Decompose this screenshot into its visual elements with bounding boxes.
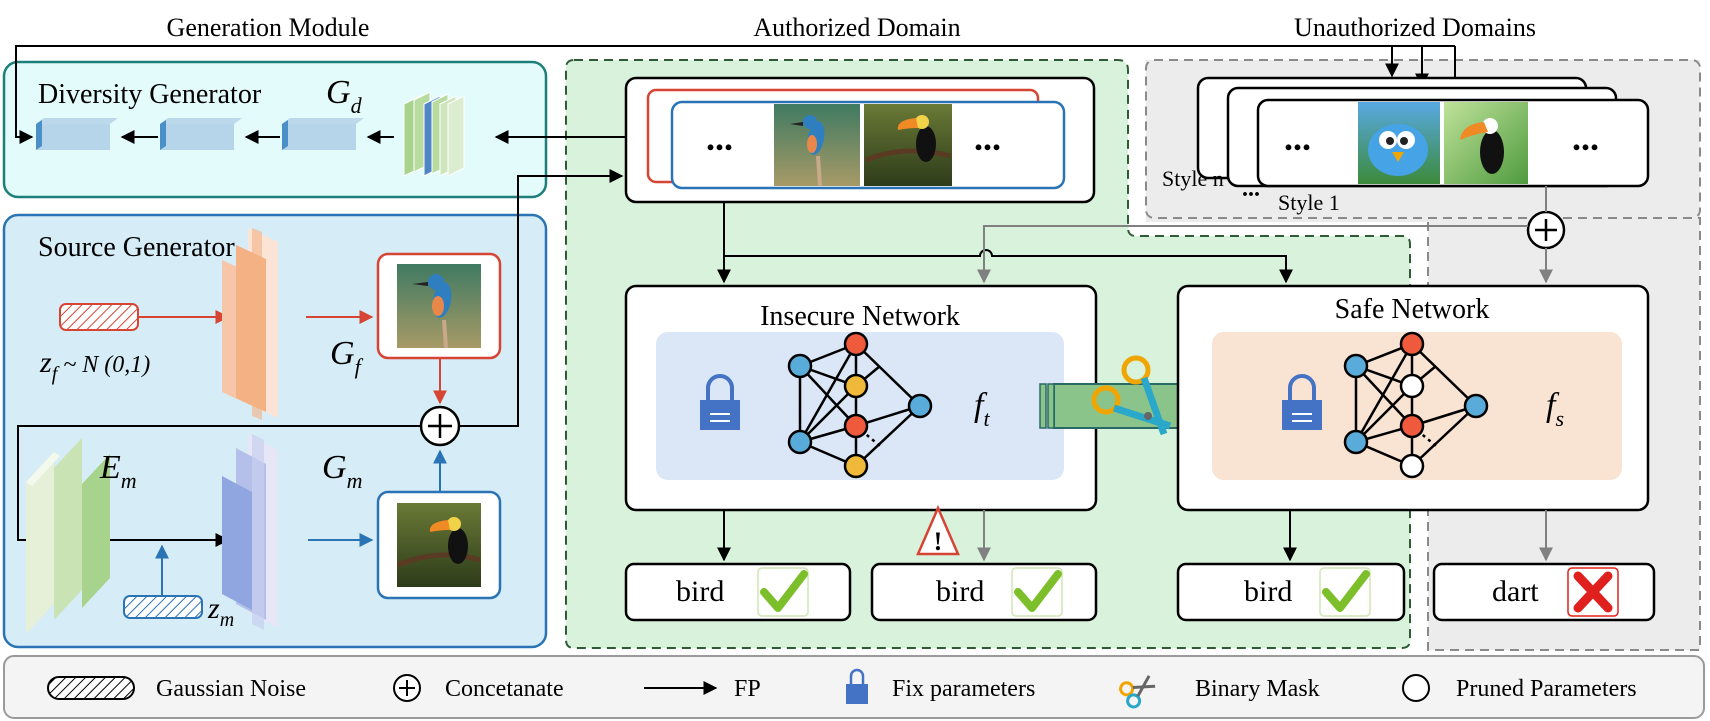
- authorized-ellipsis-left: ...: [706, 118, 733, 158]
- gm-label: Gm: [322, 449, 362, 493]
- em-loop-line: [17, 425, 421, 541]
- noise-zm-pill: [123, 595, 203, 619]
- output-label: dart: [1492, 575, 1539, 608]
- unauthorized-ellipsis-right: ...: [1572, 118, 1599, 158]
- header-unauthorized-domains: Unauthorized Domains: [1294, 13, 1536, 42]
- noise-zf-label: zf ~ N (0,1): [39, 346, 150, 385]
- style-n-label: Style n: [1162, 166, 1224, 191]
- legend-gaussian-noise-icon: [47, 676, 135, 700]
- diversity-block-1: [36, 118, 118, 150]
- legend-fp-label: FP: [734, 676, 761, 702]
- check-icon: [757, 567, 809, 617]
- safe-network-inner: [1212, 332, 1622, 480]
- feedback-line-top: [15, 45, 1455, 144]
- output-box-insecure-authorized: bird: [624, 562, 852, 622]
- legend-lock-icon: [846, 668, 868, 704]
- style-dots: ...: [1242, 176, 1260, 202]
- safe-lock-icon: [1282, 374, 1322, 430]
- legend-concatenate-icon: [393, 674, 421, 702]
- diversity-block-2: [160, 118, 242, 150]
- svg-text:!: !: [934, 527, 943, 556]
- kingfisher-image: [397, 264, 481, 349]
- legend-concatenate-label: Concetanate: [445, 676, 564, 702]
- concat-to-authorized-line: [459, 169, 624, 427]
- output-label: bird: [1244, 575, 1292, 608]
- authorized-to-safe-line: [724, 249, 1293, 284]
- concatenate-node: [419, 405, 461, 447]
- legend-fix-parameters-label: Fix parameters: [892, 676, 1035, 702]
- warning-icon: !: [916, 504, 960, 556]
- binary-mask-scissors-icon: [1091, 355, 1172, 436]
- em-encoder-stack: [26, 438, 110, 634]
- noise-zm-label: zm: [207, 592, 234, 631]
- cross-icon: [1567, 567, 1619, 617]
- safe-network-title: Safe Network: [1335, 294, 1490, 325]
- authorized-toucan-thumb: [864, 104, 952, 186]
- diversity-feature-stack: [403, 91, 465, 177]
- legend-pruned-icon: [1402, 674, 1430, 702]
- gf-label: Gf: [330, 335, 364, 379]
- diversity-generator-title: Diversity Generator: [38, 79, 262, 110]
- insecure-network-inner: [656, 332, 1064, 480]
- gf-generator-stack: [222, 228, 278, 420]
- output-box-safe-authorized: bird: [1176, 562, 1406, 622]
- legend-binary-mask-label: Binary Mask: [1195, 676, 1320, 702]
- insecure-network-title: Insecure Network: [760, 301, 960, 332]
- source-generator-title: Source Generator: [38, 232, 235, 263]
- noise-zf-pill: [59, 303, 139, 331]
- header-authorized-domain: Authorized Domain: [753, 13, 960, 42]
- safe-network-graph: [1343, 331, 1489, 479]
- check-icon: [1011, 567, 1063, 617]
- diversity-block-3: [282, 118, 364, 150]
- em-label: Em: [99, 449, 137, 493]
- unauthorized-concatenate-node: [1526, 210, 1566, 250]
- check-icon: [1319, 567, 1371, 617]
- output-box-safe-unauthorized: dart: [1432, 562, 1656, 622]
- authorized-kingfisher-thumb: [774, 104, 860, 187]
- output-label: bird: [676, 575, 724, 608]
- gm-generator-stack: [222, 434, 278, 630]
- cartoon-bird-thumb: [1358, 102, 1440, 184]
- cartoon-toucan-thumb: [1444, 102, 1528, 184]
- output-box-insecure-unauthorized: bird: [870, 562, 1098, 622]
- legend-pruned-parameters-label: Pruned Parameters: [1456, 676, 1637, 702]
- diversity-generator-symbol: Gd: [326, 74, 363, 118]
- output-label: bird: [936, 575, 984, 608]
- unauthorized-ellipsis-left: ...: [1284, 118, 1311, 158]
- insecure-lock-icon: [700, 374, 740, 430]
- legend-gaussian-noise-label: Gaussian Noise: [156, 676, 306, 702]
- style-1-label: Style 1: [1278, 190, 1340, 215]
- legend-scissors-icon: [1119, 675, 1156, 709]
- toucan-image: [397, 503, 481, 587]
- header-generation-module: Generation Module: [167, 13, 370, 42]
- insecure-network-graph: [787, 331, 933, 479]
- authorized-ellipsis-right: ...: [974, 118, 1001, 158]
- unauthorized-to-insecure-line: [977, 225, 1528, 284]
